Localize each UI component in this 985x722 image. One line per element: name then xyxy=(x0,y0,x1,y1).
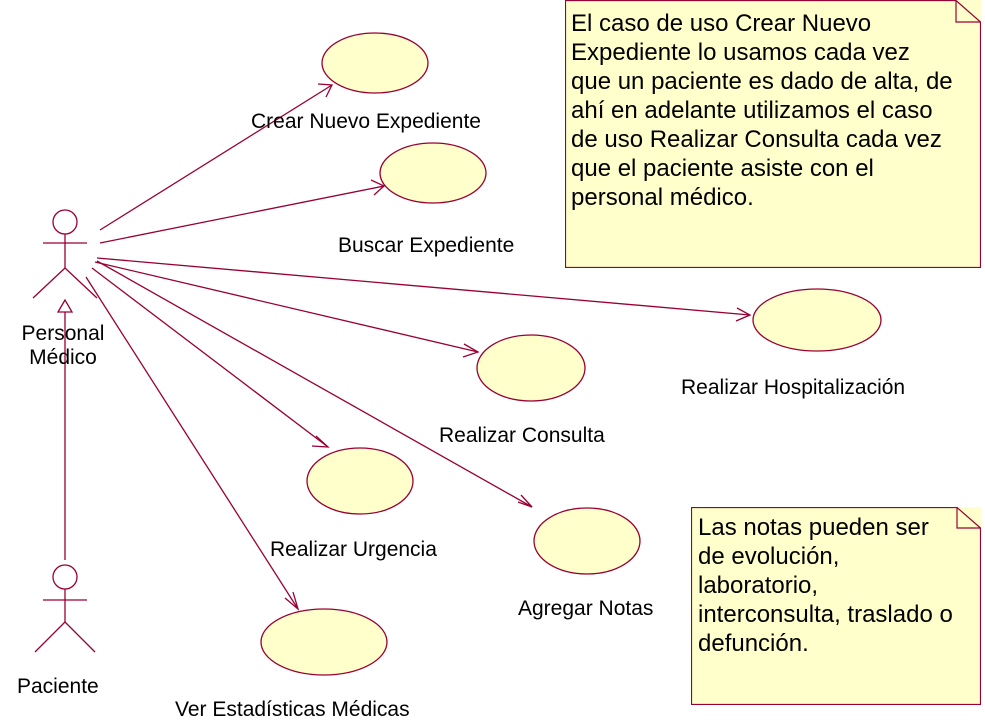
association-urgencia xyxy=(91,267,330,448)
use-case-buscar-label: Buscar Expediente xyxy=(338,234,515,257)
actor-personal-medico-label: Personal Médico xyxy=(21,322,105,369)
use-case-consulta-label: Realizar Consulta xyxy=(439,424,605,447)
use-case-urgencia-ellipse[interactable] xyxy=(306,447,414,515)
use-case-notas-ellipse[interactable] xyxy=(533,507,641,575)
note-crear-expediente: El caso de uso Crear Nuevo Expediente lo… xyxy=(565,0,981,268)
note-agregar-notas: Las notas pueden ser de evolución, labor… xyxy=(691,507,981,705)
note-fold-icon xyxy=(691,507,981,705)
use-case-estadisticas-label: Ver Estadísticas Médicas xyxy=(175,698,410,721)
actor-paciente[interactable] xyxy=(34,564,96,653)
association-notas xyxy=(96,260,533,508)
note-crear-expediente-text: El caso de uso Crear Nuevo Expediente lo… xyxy=(571,10,953,211)
generalization-arrow xyxy=(56,298,74,560)
use-case-crear-label: Crear Nuevo Expediente xyxy=(251,110,481,133)
use-case-hospitalizacion-ellipse[interactable] xyxy=(752,288,882,352)
use-case-notas-label: Agregar Notas xyxy=(518,597,654,620)
association-crear xyxy=(99,83,334,231)
use-case-urgencia-label: Realizar Urgencia xyxy=(270,538,437,561)
use-case-estadisticas-ellipse[interactable] xyxy=(260,608,388,676)
note-agregar-notas-text: Las notas pueden ser de evolución, labor… xyxy=(698,514,953,657)
use-case-crear-ellipse[interactable] xyxy=(321,32,429,94)
actor-paciente-label: Paciente xyxy=(17,675,99,698)
use-case-buscar-ellipse[interactable] xyxy=(379,142,487,204)
actor-personal-medico[interactable] xyxy=(32,209,98,299)
association-estadisticas xyxy=(85,276,300,611)
use-case-consulta-ellipse[interactable] xyxy=(476,334,586,402)
association-hospitalizacion xyxy=(96,257,752,322)
note-fold-icon xyxy=(565,0,981,268)
association-buscar xyxy=(99,179,386,244)
use-case-hospitalizacion-label: Realizar Hospitalización xyxy=(681,376,906,399)
association-consulta xyxy=(94,261,480,358)
